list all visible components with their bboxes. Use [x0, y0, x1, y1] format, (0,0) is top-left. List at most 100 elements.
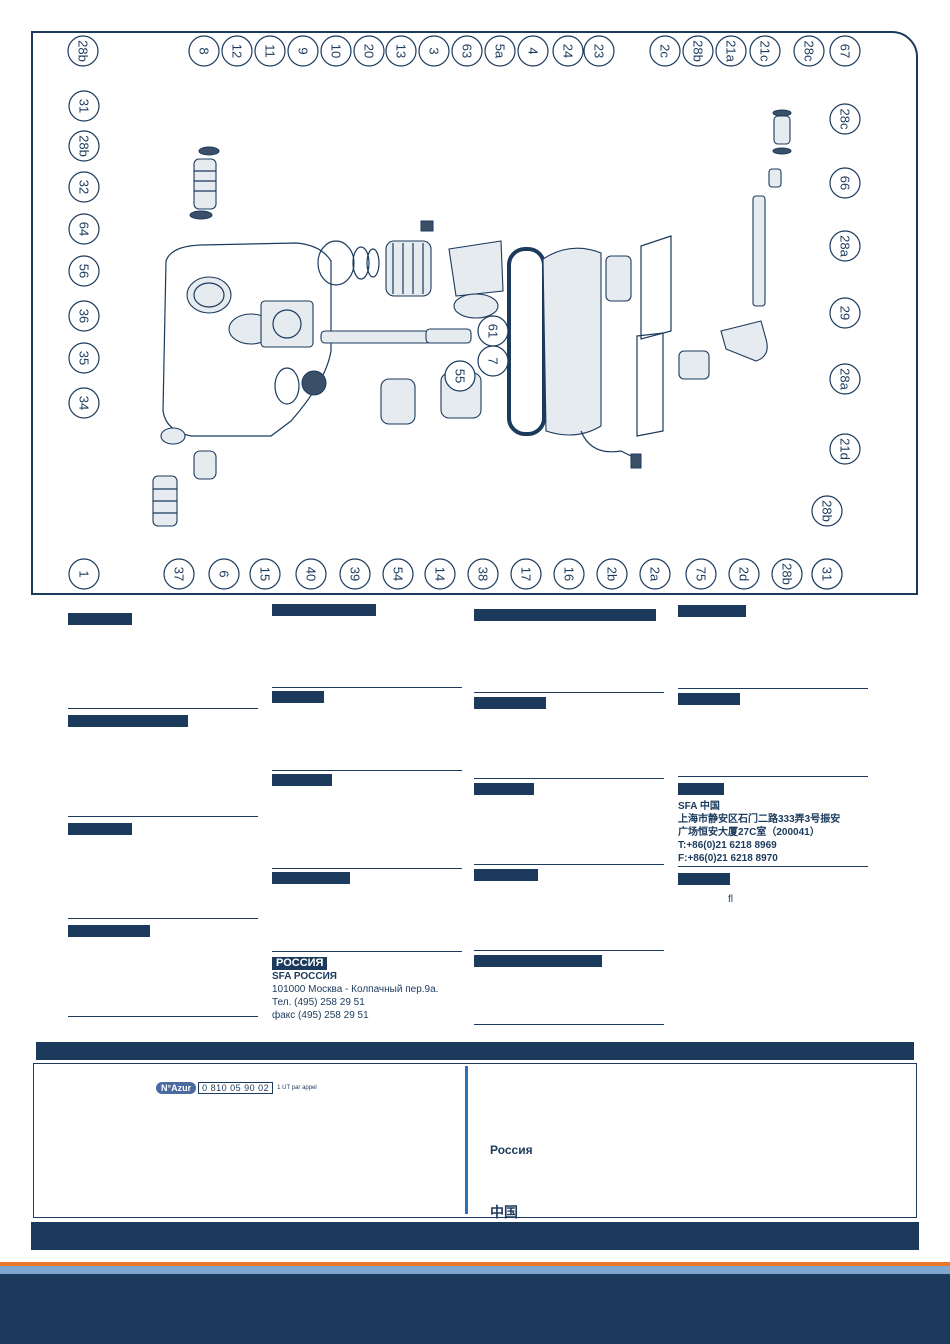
- part-callout-67: 67: [829, 35, 861, 67]
- china-address-2: 广场恒安大厦27C室（200041）: [678, 827, 820, 838]
- impeller-40: [301, 370, 327, 396]
- callout-label: 28b: [77, 135, 92, 157]
- callout-label: 28b: [780, 563, 795, 585]
- part-callout-10: 10: [320, 35, 352, 67]
- switch-block: [420, 220, 434, 232]
- callout-label: 24: [561, 44, 576, 58]
- lid-2b: [542, 247, 602, 436]
- cover-2d: [636, 332, 664, 437]
- part-callout-9: 9: [287, 35, 319, 67]
- callout-label: 36: [77, 309, 92, 323]
- azur-number: 0 810 05 90 02: [198, 1082, 274, 1094]
- section-header-bar: [68, 613, 132, 625]
- callout-label: 13: [394, 44, 409, 58]
- callout-label: 4: [526, 47, 541, 54]
- gasket-24: [507, 247, 546, 436]
- diagram-frame: [31, 31, 918, 595]
- clamp-top: [198, 146, 220, 156]
- callout-label: 9: [296, 47, 311, 54]
- part-callout-28c: 28c: [829, 103, 861, 135]
- service-divider: [465, 1066, 468, 1214]
- callout-label: 75: [694, 567, 709, 581]
- callout-label: 31: [77, 99, 92, 113]
- pump-14: [380, 378, 416, 425]
- section-header-bar: [474, 697, 546, 709]
- part-callout-3: 3: [418, 35, 450, 67]
- section-header-bar: [272, 872, 350, 884]
- part-callout-2b: 2b: [596, 558, 628, 590]
- callout-label: 16: [562, 567, 577, 581]
- callout-label: 29: [838, 306, 853, 320]
- callout-label: 5a: [493, 44, 508, 59]
- callout-label: 34: [77, 396, 92, 410]
- part-callout-56: 56: [68, 255, 100, 287]
- part-callout-29: 29: [829, 297, 861, 329]
- part-callout-23: 23: [583, 35, 615, 67]
- callout-label: 3: [427, 47, 442, 54]
- part-callout-7: 7: [477, 345, 509, 377]
- bellows-67: [773, 115, 791, 145]
- callout-label: 40: [304, 567, 319, 581]
- section-header-bar: [68, 925, 150, 937]
- motor-cage: [385, 240, 432, 297]
- connector-66: [768, 168, 782, 188]
- pipe-7: [320, 330, 432, 344]
- bellows-top: [193, 158, 217, 210]
- callout-label: 7: [486, 357, 501, 364]
- part-callout-63: 63: [451, 35, 483, 67]
- callout-label: 66: [838, 176, 853, 190]
- country-russia: Россия: [490, 1143, 533, 1157]
- callout-label: 2a: [648, 567, 663, 582]
- part-callout-32: 32: [68, 171, 100, 203]
- callout-label: 10: [329, 44, 344, 58]
- callout-label: 17: [519, 567, 534, 581]
- section-header-bar: [474, 609, 656, 621]
- china-contact: SFA 中国 上海市静安区石门二路333弄3号振安 广场恒安大厦27C室（200…: [678, 800, 868, 867]
- outlet-stub: [160, 427, 186, 445]
- elbow-housing-4: [448, 240, 504, 297]
- callout-label: 2c: [658, 44, 673, 58]
- russia-contact: РОССИЯ SFA РОССИЯ 101000 Москва - Колпач…: [272, 957, 462, 1022]
- russia-fax: факс (495) 258 29 51: [272, 1010, 369, 1021]
- cable-75: [580, 430, 642, 462]
- pipe-29: [752, 195, 766, 307]
- russia-tag: РОССИЯ: [272, 957, 328, 970]
- callout-label: 2b: [605, 567, 620, 581]
- bottom-band: [31, 1222, 919, 1250]
- part-callout-20: 20: [353, 35, 385, 67]
- column-4: SFA 中国 上海市静安区石门二路333弄3号振安 广场恒安大厦27C室（200…: [678, 604, 868, 905]
- column-2: РОССИЯ SFA РОССИЯ 101000 Москва - Колпач…: [272, 603, 462, 1022]
- flange-8: [317, 240, 355, 286]
- part-callout-8: 8: [188, 35, 220, 67]
- callout-label: 28b: [691, 40, 706, 62]
- section-header-bar: [272, 691, 324, 703]
- side-block: [260, 300, 314, 348]
- callout-label: 67: [838, 44, 853, 58]
- part-callout-28a: 28a: [829, 230, 861, 262]
- disc-20: [366, 248, 380, 278]
- section-header-bar: [272, 774, 332, 786]
- part-callout-15: 15: [249, 558, 281, 590]
- callout-label: 28c: [838, 109, 853, 130]
- section-header-bar: [474, 869, 538, 881]
- part-callout-5a: 5a: [484, 35, 516, 67]
- section-header-bar: [474, 955, 602, 967]
- section-header-bar: [678, 873, 730, 885]
- callout-label: 23: [592, 44, 607, 58]
- part-callout-4: 4: [517, 35, 549, 67]
- part-callout-16: 16: [553, 558, 585, 590]
- part-callout-35: 35: [68, 342, 100, 374]
- part-callout-6: 6: [208, 558, 240, 590]
- part-callout-2c: 2c: [649, 35, 681, 67]
- orange-stripe: [0, 1262, 950, 1266]
- part-callout-17: 17: [510, 558, 542, 590]
- russia-address: 101000 Москва - Колпачный пер.9а.: [272, 984, 439, 995]
- section-header-bar: [678, 605, 746, 617]
- bellows-elbow: [193, 450, 217, 480]
- part-callout-24: 24: [552, 35, 584, 67]
- callout-label: 28a: [838, 368, 853, 390]
- disc-10: [352, 246, 370, 280]
- part-callout-64: 64: [68, 213, 100, 245]
- azur-note: 1 UT par appel: [277, 1085, 317, 1091]
- callout-label: 14: [433, 567, 448, 581]
